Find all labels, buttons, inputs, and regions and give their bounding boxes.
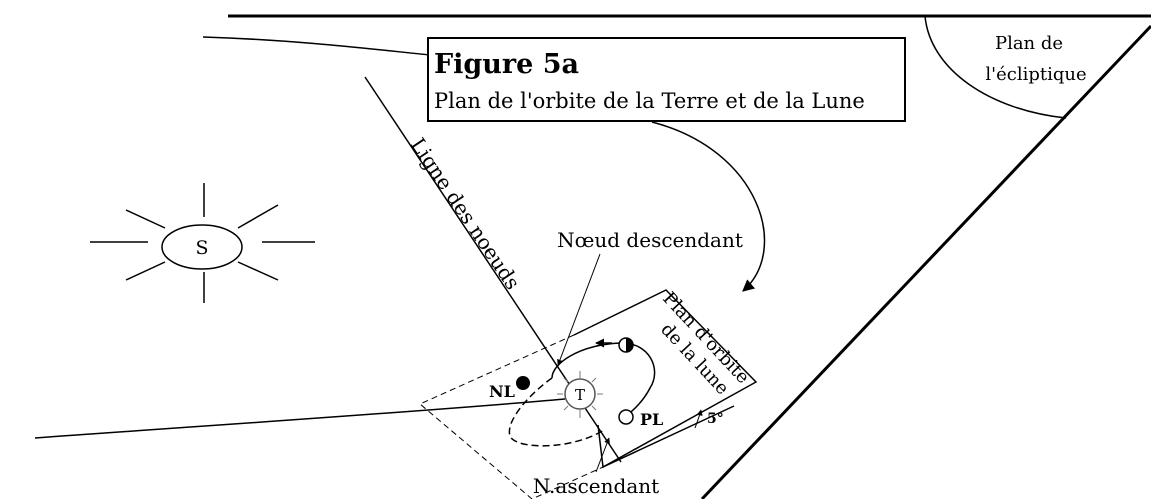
earth: T	[557, 371, 603, 418]
new-moon-label: NL	[489, 382, 515, 401]
moon-orbit-plane-dashed	[419, 334, 604, 499]
inclination-arc	[694, 409, 703, 429]
line-of-nodes-label: Ligne des noeuds	[406, 133, 525, 294]
figure-title-box	[427, 37, 906, 122]
figure-subtitle: Plan de l'orbite de la Terre et de la Lu…	[434, 89, 865, 113]
moon-orbit-dashed	[508, 377, 605, 447]
earth-orbit-upper	[202, 36, 431, 56]
earth-body	[564, 378, 596, 410]
earth-label: T	[575, 386, 585, 404]
quarter-moon	[618, 337, 634, 353]
ecliptic-label-arc	[924, 15, 1067, 119]
new-moon-dot	[516, 376, 530, 390]
sun: S	[90, 183, 315, 303]
title-pointer-arrow	[651, 121, 766, 292]
ecliptic-diagonal-edge	[700, 24, 1151, 499]
earth-orbit-lower	[34, 398, 566, 439]
ascending-node-label: N.ascendant	[533, 474, 659, 498]
ecliptic-plane-label-line2: l'écliptique	[985, 64, 1086, 85]
moon-orbit-plane-solid	[573, 289, 758, 469]
inclination-label: 5°	[707, 411, 724, 427]
sun-label: S	[195, 237, 208, 259]
descending-node-pointer	[557, 253, 601, 366]
full-moon-label: PL	[640, 410, 663, 429]
full-moon-dot	[618, 409, 634, 425]
ecliptic-plane-label-line1: Plan de	[995, 33, 1063, 54]
inclination-line	[602, 405, 735, 468]
moon-orbit-solid	[551, 342, 656, 417]
figure-title: Figure 5a	[434, 49, 579, 80]
descending-node-label: Nœud descendant	[557, 228, 743, 252]
sun-body	[161, 224, 243, 270]
ascending-node-pointer	[595, 437, 610, 473]
sun-rays	[90, 183, 315, 303]
